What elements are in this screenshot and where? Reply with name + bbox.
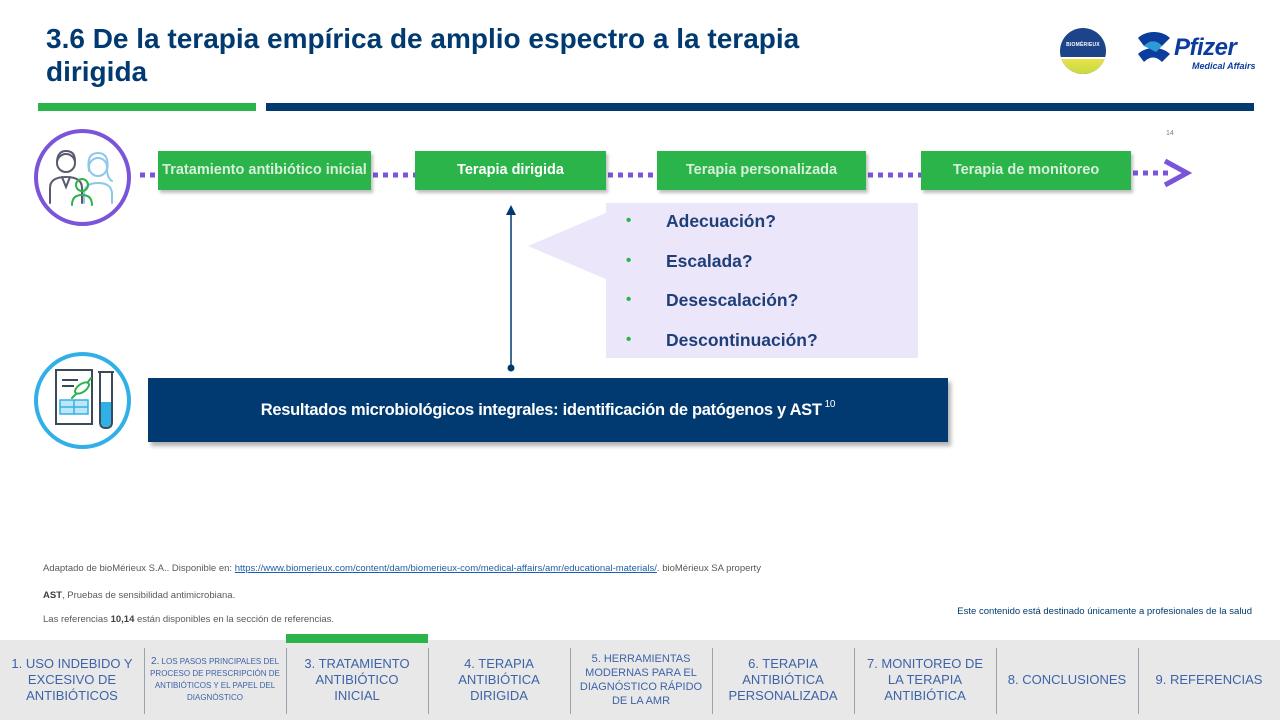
- nav-item-prescription-steps[interactable]: 2. LOS PASOS PRINCIPALES DEL PROCESO DE …: [144, 640, 286, 720]
- results-text: Resultados microbiológicos integrales: i…: [260, 400, 822, 419]
- source-footnote: Adaptado de bioMérieux S.A.. Disponible …: [43, 563, 761, 574]
- nav-item-conclusions[interactable]: 8. CONCLUSIONES: [996, 640, 1138, 720]
- step-personalized-therapy[interactable]: Terapia personalizada: [657, 151, 866, 190]
- nav-label: 7. MONITOREO DE LA TERAPIA ANTIBIÓTICA: [866, 656, 984, 703]
- step-initial-treatment[interactable]: Tratamiento antibiótico inicial: [158, 151, 371, 190]
- results-ref: 10: [824, 398, 836, 410]
- nav-label: 5. HERRAMIENTAS MODERNAS PARA EL DIAGNÓS…: [579, 653, 703, 707]
- references-footnote: Las referencias 10,14 están disponibles …: [43, 614, 334, 625]
- results-box: Resultados microbiológicos integrales: i…: [148, 378, 948, 442]
- pfizer-pill-icon: [1138, 32, 1170, 62]
- nav-item-references[interactable]: 9. REFERENCIAS: [1138, 640, 1280, 720]
- question-item: Escalada?: [626, 249, 818, 289]
- hcp-disclaimer: Este contenido está destinado únicamente…: [957, 606, 1252, 617]
- refs-suffix: están disponibles en la sección de refer…: [134, 614, 334, 625]
- nav-label-lead: 2.: [150, 656, 160, 667]
- nav-item-monitoring[interactable]: 7. MONITOREO DE LA TERAPIA ANTIBIÓTICA: [854, 640, 996, 720]
- nav-item-overuse[interactable]: 1. USO INDEBIDO Y EXCESIVO DE ANTIBIÓTIC…: [0, 640, 144, 720]
- nav-item-targeted-therapy[interactable]: 4. TERAPIA ANTIBIÓTICA DIRIGIDA: [428, 640, 570, 720]
- question-item: Descontinuación?: [626, 328, 818, 368]
- flow-arrowhead: [1163, 158, 1193, 188]
- step-targeted-therapy[interactable]: Terapia dirigida: [415, 151, 606, 190]
- up-arrowhead: [506, 205, 516, 215]
- pfizer-subtitle: Medical Affairs: [1192, 61, 1256, 71]
- source-suffix: . bioMérieux SA property: [656, 563, 761, 574]
- nav-label: 9. REFERENCIAS: [1155, 672, 1263, 687]
- questions-callout: Adecuación? Escalada? Desescalación? Des…: [606, 203, 918, 358]
- nav-item-personalized-therapy[interactable]: 6. TERAPIA ANTIBIÓTICA PERSONALIZADA: [712, 640, 854, 720]
- lab-report-icon: [34, 352, 131, 449]
- source-prefix: Adaptado de bioMérieux S.A.. Disponible …: [43, 563, 235, 574]
- step-monitoring-therapy[interactable]: Terapia de monitoreo: [921, 151, 1131, 190]
- nav-label-rest: LOS PASOS PRINCIPALES DEL PROCESO DE PRE…: [150, 657, 280, 702]
- section-nav: 1. USO INDEBIDO Y EXCESIVO DE ANTIBIÓTIC…: [0, 634, 1280, 720]
- title-underline-blue: [266, 103, 1254, 111]
- questions-list: Adecuación? Escalada? Desescalación? Des…: [626, 209, 818, 368]
- callout-pointer: [528, 212, 608, 280]
- title-underline-green: [38, 103, 256, 111]
- slide-title: 3.6 De la terapia empírica de amplio esp…: [46, 23, 800, 87]
- patients-icon: [34, 129, 131, 226]
- question-item: Adecuación?: [626, 209, 818, 249]
- biomerieux-logo: BIOMÉRIEUX: [1060, 28, 1106, 74]
- abbreviation-footnote: AST, Pruebas de sensibilidad antimicrobi…: [43, 590, 235, 601]
- nav-label: 3. TRATAMIENTO ANTIBIÓTICO INICIAL: [304, 656, 410, 703]
- nav-item-initial-treatment[interactable]: 3. TRATAMIENTO ANTIBIÓTICO INICIAL: [286, 634, 428, 720]
- abbr-term: AST: [43, 590, 62, 601]
- source-link[interactable]: https://www.biomerieux.com/content/dam/b…: [234, 563, 657, 574]
- refs-numbers: 10,14: [110, 614, 135, 625]
- line-anchor-dot: [507, 364, 515, 372]
- nav-label: 1. USO INDEBIDO Y EXCESIVO DE ANTIBIÓTIC…: [11, 656, 133, 703]
- biomerieux-logo-text: BIOMÉRIEUX: [1066, 42, 1100, 48]
- refs-prefix: Las referencias: [43, 614, 111, 625]
- pfizer-wordmark: Pfizer: [1174, 34, 1237, 61]
- nav-label: 4. TERAPIA ANTIBIÓTICA DIRIGIDA: [458, 656, 540, 703]
- nav-item-rapid-diagnostics[interactable]: 5. HERRAMIENTAS MODERNAS PARA EL DIAGNÓS…: [570, 640, 712, 720]
- nav-label: 6. TERAPIA ANTIBIÓTICA PERSONALIZADA: [728, 656, 838, 703]
- nav-label: 2. LOS PASOS PRINCIPALES DEL PROCESO DE …: [150, 656, 280, 704]
- abbr-definition: , Pruebas de sensibilidad antimicrobiana…: [62, 590, 236, 601]
- nav-label: 8. CONCLUSIONES: [1007, 672, 1127, 687]
- page-number: 14: [1166, 130, 1174, 137]
- pfizer-logo: Pfizer Medical Affairs: [1132, 28, 1256, 78]
- question-item: Desescalación?: [626, 288, 818, 328]
